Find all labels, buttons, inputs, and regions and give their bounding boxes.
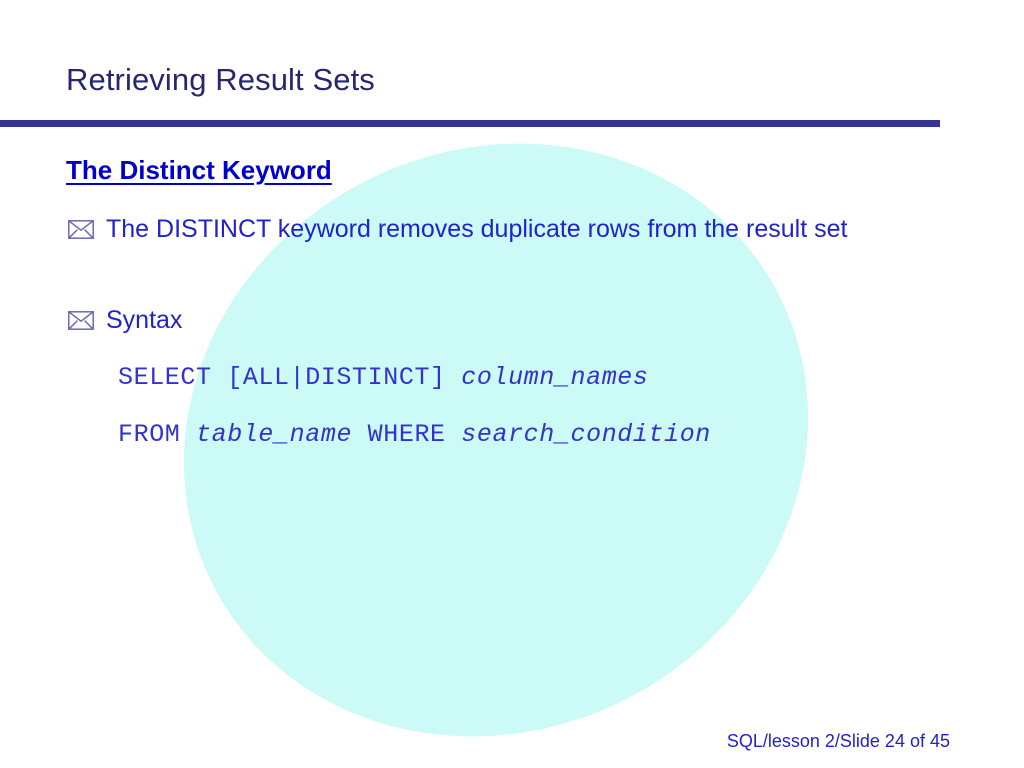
bullet-item: Syntax: [64, 303, 944, 337]
code-line-from: FROM table_name WHERE search_condition: [118, 420, 711, 449]
envelope-icon: [64, 212, 98, 246]
title-divider-rule: [0, 120, 940, 127]
code-line-select: SELECT [ALL|DISTINCT] column_names: [118, 363, 649, 392]
section-heading: The Distinct Keyword: [66, 155, 332, 185]
envelope-icon: [64, 303, 98, 337]
bullet-item: The DISTINCT keyword removes duplicate r…: [64, 212, 944, 246]
slide-footer: SQL/lesson 2/Slide 24 of 45: [726, 731, 950, 751]
bullet-label: Syntax: [106, 306, 183, 334]
bullet-label: The DISTINCT keyword removes duplicate r…: [106, 215, 848, 243]
page-title: Retrieving Result Sets: [66, 62, 375, 97]
